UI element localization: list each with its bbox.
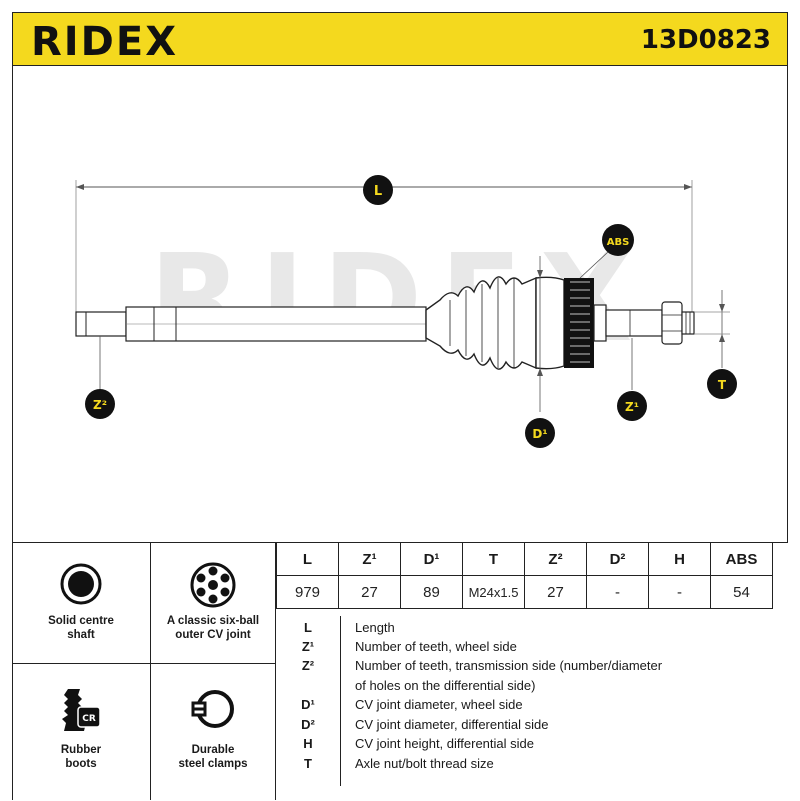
legend-symbol: Z² [301, 658, 315, 673]
legend-description: Length [355, 620, 395, 635]
spec-value: - [586, 575, 649, 609]
spec-header: Z² [524, 542, 587, 576]
feature-label: Rubber [60, 744, 102, 756]
spec-table: L Z¹ D¹ T Z² D² H ABS 979 27 89 M24x1.5 … [276, 542, 773, 609]
legend-symbol: T [304, 756, 312, 771]
spec-header: ABS [710, 542, 773, 576]
spec-value-row: 979 27 89 M24x1.5 27 - - 54 [276, 575, 773, 609]
length-marker [363, 175, 393, 205]
feature-label: Durable [191, 744, 235, 756]
abs-ring [564, 278, 594, 368]
steel-clamp-icon [191, 690, 234, 728]
legend-symbol: L [304, 620, 312, 635]
axle-nut [661, 301, 683, 345]
legend-description: of holes on the differential side) [355, 678, 536, 693]
spec-header: H [648, 542, 711, 576]
legend-description: Number of teeth, wheel side [355, 639, 517, 654]
svg-text:T: T [718, 378, 727, 392]
legend-description: CV joint height, differential side [355, 736, 534, 751]
svg-text:Z¹: Z¹ [625, 400, 639, 414]
feature-label: boots [65, 758, 97, 770]
feature-solid-shaft: Solid centre shaft [12, 542, 151, 663]
svg-text:Z²: Z² [93, 398, 107, 412]
legend-symbol: D² [301, 717, 315, 732]
z2-marker [85, 389, 115, 419]
feature-rubber-boots: CR Rubber boots [12, 663, 151, 800]
spec-header: D² [586, 542, 649, 576]
part-number: 13D0823 [640, 25, 771, 55]
drawing-frame [12, 66, 788, 542]
feature-six-ball-joint: A classic six-ball outer CV joint [151, 542, 276, 663]
legend-description: Axle nut/bolt thread size [355, 756, 494, 771]
d1-marker [525, 418, 555, 448]
spec-header: D¹ [400, 542, 463, 576]
thread-end [681, 311, 695, 335]
legend-symbol: Z¹ [301, 639, 315, 654]
spec-header: L [276, 542, 339, 576]
spec-header: T [462, 542, 525, 576]
spec-value: 27 [524, 575, 587, 609]
legend-symbol: H [303, 736, 313, 751]
rubber-boot-icon: CR [62, 689, 101, 731]
feature-label: outer CV joint [175, 629, 251, 641]
stub-axle [605, 309, 663, 337]
header-bar: RIDEX 13D0823 [12, 12, 788, 66]
spec-value: 27 [338, 575, 401, 609]
t-marker [707, 369, 737, 399]
driveshaft-drawing: RIDEX L D¹ ABS [75, 175, 737, 448]
feature-label: A classic six-ball [166, 615, 260, 627]
feature-label: steel clamps [178, 758, 248, 770]
z1-marker [617, 391, 647, 421]
legend-description: CV joint diameter, wheel side [355, 697, 523, 712]
feature-label: shaft [67, 629, 95, 641]
spec-header: Z¹ [338, 542, 401, 576]
inner-spline [75, 311, 127, 337]
spec-value: M24x1.5 [462, 575, 525, 609]
six-ball-joint-icon [190, 562, 236, 608]
spec-value: 979 [276, 575, 339, 609]
legend-symbol: D¹ [301, 697, 315, 712]
feature-label: Solid centre [48, 615, 114, 627]
brand-logo: RIDEX [31, 19, 179, 65]
feature-steel-clamps: Durable steel clamps [151, 663, 276, 800]
legend-description: Number of teeth, transmission side (numb… [355, 658, 663, 673]
spec-value: - [648, 575, 711, 609]
spec-value: 54 [710, 575, 773, 609]
svg-text:ABS: ABS [607, 237, 630, 248]
cr-badge: CR [82, 714, 96, 724]
legend-description: CV joint diameter, differential side [355, 717, 549, 732]
spec-value: 89 [400, 575, 463, 609]
abs-marker [602, 224, 634, 256]
svg-text:D¹: D¹ [532, 427, 547, 441]
solid-shaft-icon [60, 563, 102, 605]
spec-header-row: L Z¹ D¹ T Z² D² H ABS [276, 542, 773, 576]
svg-text:L: L [374, 184, 382, 199]
